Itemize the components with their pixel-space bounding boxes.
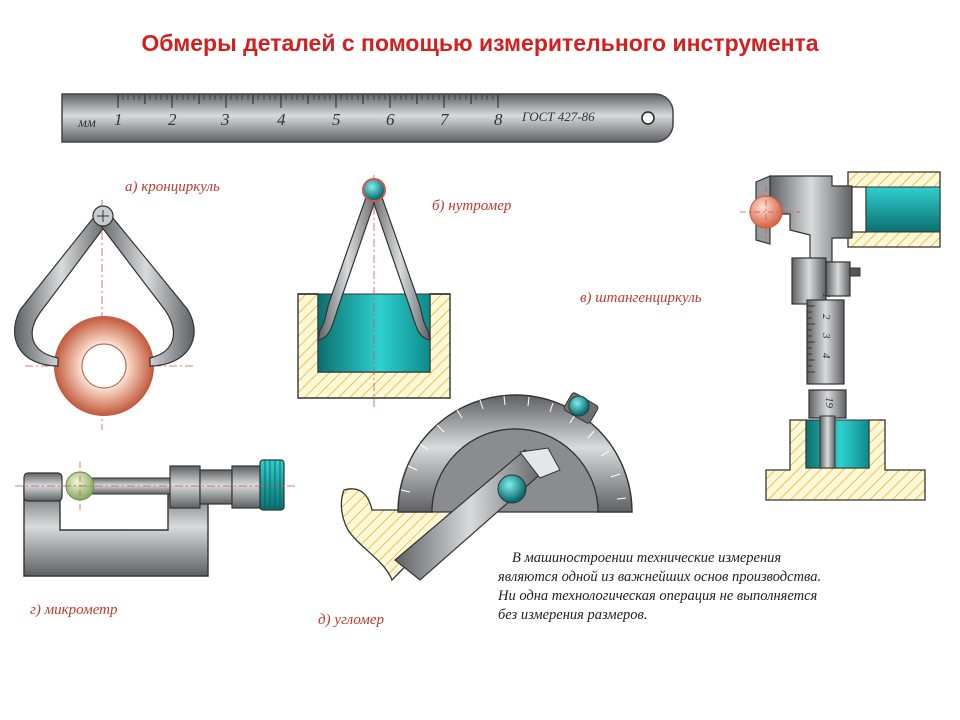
note-line: Ни одна технологическая операция не выпо… — [498, 588, 818, 604]
note-text: В машиностроении технические измерения я… — [498, 549, 938, 625]
pivot-icon — [362, 178, 386, 202]
ruler-mark-2: 2 — [168, 110, 177, 129]
ruler-mark-5: 5 — [332, 110, 341, 129]
protractor: д) угломер — [318, 392, 633, 628]
ruler-mark-1: 1 — [114, 110, 123, 129]
caliper-reading: 19 — [823, 397, 835, 409]
caliper-scale-3: 3 — [820, 332, 832, 339]
ruler: мм 1 2 3 4 5 6 7 8 ГОСТ 427-86 — [61, 93, 674, 143]
caliper-scale-1: 1 — [820, 293, 832, 299]
note-line: без измерения размеров. — [498, 607, 648, 623]
inside-calipers: б) нутромер — [297, 175, 512, 410]
outside-calipers: а) кронциркуль — [14, 179, 220, 430]
ruler-hole-icon — [641, 111, 655, 125]
ruler-mark-8: 8 — [494, 110, 503, 129]
ruler-mark-7: 7 — [440, 110, 450, 129]
caption-b: б) нутромер — [432, 198, 512, 214]
caption-d: д) угломер — [318, 612, 385, 628]
caliper-scale-4: 4 — [820, 353, 832, 359]
ruler-standard: ГОСТ 427-86 — [521, 109, 595, 124]
ruler-unit: мм — [77, 116, 96, 131]
vernier-caliper: 1 2 3 4 19 в) штангенциркуль — [580, 171, 941, 501]
micrometer: г) микрометр — [15, 459, 295, 618]
ruler-mark-6: 6 — [386, 110, 395, 129]
ruler-mark-3: 3 — [220, 110, 230, 129]
slide-title: Обмеры деталей с помощью измерительного … — [141, 30, 819, 56]
lock-screw-icon — [568, 395, 590, 417]
note-line: В машиностроении технические измерения — [512, 550, 782, 566]
caption-a: а) кронциркуль — [125, 179, 220, 195]
caption-g: г) микрометр — [30, 602, 118, 618]
caliper-scale-2: 2 — [820, 314, 832, 320]
pivot-icon — [497, 474, 527, 504]
note-line: являются одной из важнейших основ произв… — [498, 569, 822, 585]
ruler-mark-4: 4 — [277, 110, 286, 129]
caption-v: в) штангенциркуль — [580, 290, 702, 306]
